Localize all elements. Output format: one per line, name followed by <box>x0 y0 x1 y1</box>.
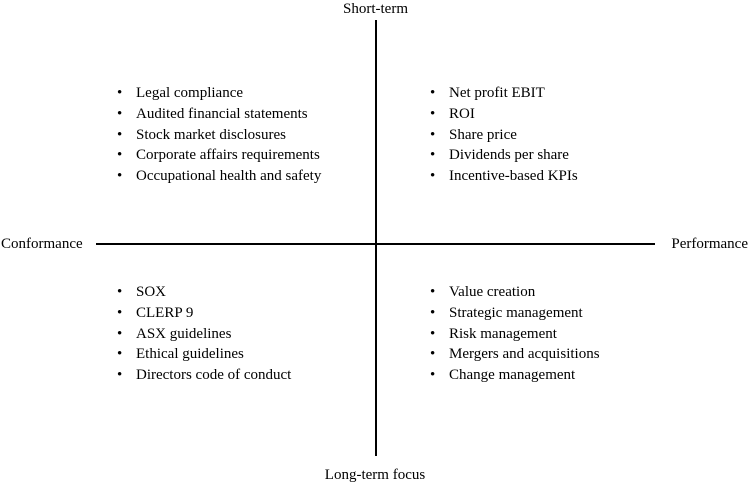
list-item: • Stock market disclosures <box>117 125 321 146</box>
bullet-icon: • <box>117 284 123 300</box>
bullet-icon: • <box>430 346 436 363</box>
list-item-text: Change management <box>449 367 576 384</box>
bullet-icon: • <box>430 367 436 384</box>
list-item: • Ethical guidelines <box>117 344 291 365</box>
list-item: • ROI <box>430 104 578 125</box>
horizontal-axis <box>96 243 655 245</box>
bullet-icon: • <box>117 325 123 342</box>
bullet-icon: • <box>117 85 123 101</box>
list-item: • Occupational health and safety <box>117 166 321 187</box>
list-item-text: Value creation <box>449 284 536 300</box>
list-item: • Risk management <box>430 324 600 345</box>
quadrant-top-left-list: • Legal compliance • Audited financial stat… <box>117 83 321 187</box>
list-item: • Audited financial statements <box>117 104 321 125</box>
axis-label-bottom: Long-term focus <box>324 467 426 483</box>
bullet-icon: • <box>430 284 436 300</box>
list-item-text: Directors code of conduct <box>136 367 292 384</box>
axis-label-top: Short-term <box>343 1 408 17</box>
list-item: • Strategic management <box>430 303 600 324</box>
list-item: • Directors code of conduct <box>117 365 291 386</box>
axis-label-left: Conformance <box>1 236 83 252</box>
list-item-text: Dividends per share <box>449 147 569 164</box>
bullet-icon: • <box>117 367 123 384</box>
bullet-icon: • <box>430 304 436 321</box>
list-item-text: ROI <box>449 105 475 122</box>
quadrant-bottom-left-list: • SOX • CLERP 9 • ASX guidelines • Ethical guid… <box>117 282 291 386</box>
list-item-text: Occupational health and safety <box>136 168 322 185</box>
list-item-text: Audited financial statements <box>136 105 308 122</box>
list-item-text: Incentive-based KPIs <box>449 168 578 185</box>
list-item-text: Mergers and acquisitions <box>449 346 600 363</box>
list-item: • Corporate affairs requirements <box>117 145 321 166</box>
list-item-text: Net profit EBIT <box>449 85 545 101</box>
list-item-text: Share price <box>449 126 517 143</box>
list-item-text: Legal compliance <box>136 85 244 101</box>
list-item: • Share price <box>430 125 578 146</box>
list-item: • Value creation <box>430 282 600 303</box>
bullet-icon: • <box>430 105 436 122</box>
bullet-icon: • <box>117 105 123 122</box>
list-item: • SOX <box>117 282 291 303</box>
list-item-text: Strategic management <box>449 304 583 321</box>
list-item-text: Corporate affairs requirements <box>136 147 320 164</box>
bullet-icon: • <box>117 147 123 164</box>
list-item: • ASX guidelines <box>117 324 291 345</box>
bullet-icon: • <box>430 168 436 185</box>
bullet-icon: • <box>117 304 123 321</box>
bullet-icon: • <box>430 126 436 143</box>
list-item: • Net profit EBIT <box>430 83 578 104</box>
bullet-icon: • <box>117 126 123 143</box>
list-item: • CLERP 9 <box>117 303 291 324</box>
bullet-icon: • <box>430 325 436 342</box>
list-item: • Change management <box>430 365 600 386</box>
list-item-text: Stock market disclosures <box>136 126 286 143</box>
bullet-icon: • <box>430 85 436 101</box>
list-item-text: ASX guidelines <box>136 325 232 342</box>
quadrant-bottom-right-list: • Value creation • Strategic management • Ris… <box>430 282 600 386</box>
list-item: • Mergers and acquisitions <box>430 344 600 365</box>
list-item-text: SOX <box>136 284 167 300</box>
bullet-icon: • <box>117 346 123 363</box>
list-item-text: CLERP 9 <box>136 304 194 321</box>
list-item-text: Risk management <box>449 325 557 342</box>
list-item: • Incentive-based KPIs <box>430 166 578 187</box>
list-item: • Legal compliance <box>117 83 321 104</box>
list-item-text: Ethical guidelines <box>136 346 244 363</box>
axis-label-right: Performance <box>671 236 748 252</box>
list-item: • Dividends per share <box>430 145 578 166</box>
vertical-axis <box>375 20 377 456</box>
bullet-icon: • <box>117 168 123 185</box>
bullet-icon: • <box>430 147 436 164</box>
quadrant-top-right-list: • Net profit EBIT • ROI • Share price • Dividen… <box>430 83 578 187</box>
